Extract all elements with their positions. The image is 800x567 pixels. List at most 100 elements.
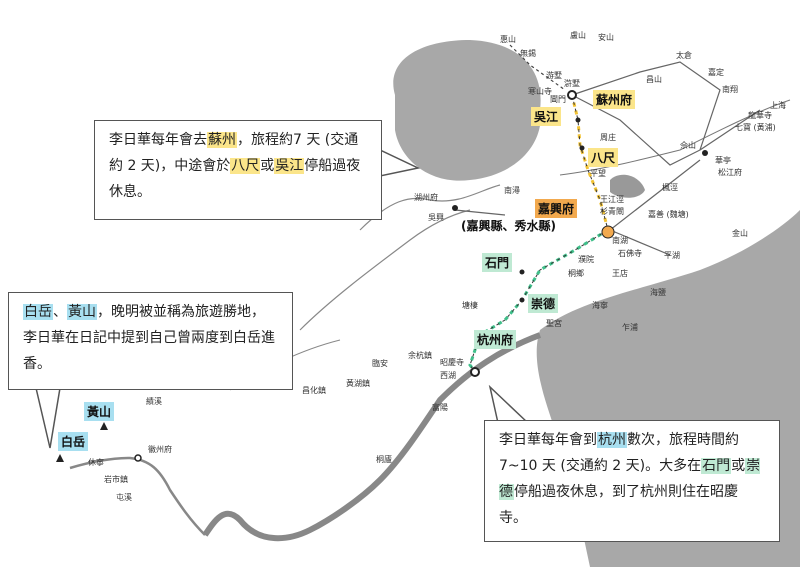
jiaxingfu-tag[interactable]: 嘉興府	[535, 199, 578, 218]
callout-text: 或	[731, 458, 746, 474]
callout-text: 李日華每年會到	[499, 432, 597, 448]
callout-text: 數次，旅程時間約 7~10 天 (交通約 2 天)。大多在	[499, 432, 739, 474]
callout-text: 、	[53, 304, 67, 320]
place-label: 盧山	[570, 30, 586, 40]
place-label: 南翔	[722, 84, 738, 94]
place-label: 佘山	[680, 140, 696, 150]
callout-baiyue: 白岳、黃山，晚明被並稱為旅遊勝地，李日華在日記中提到自己曾兩度到白岳進香。	[8, 292, 293, 390]
jiaxing-counties-label: (嘉興縣、秀水縣)	[461, 219, 556, 233]
place-label: 王江涇	[600, 195, 624, 204]
keyword-hangzhou: 杭州	[597, 432, 627, 448]
place-label: 昭慶寺	[440, 357, 464, 367]
callout-text: 停船過夜休息，到了杭州則住在昭慶寺。	[499, 484, 738, 526]
place-label: 岩市鎮	[104, 474, 128, 484]
huangshan-tag[interactable]: 黃山	[84, 402, 115, 421]
place-label: 海寧	[592, 300, 608, 310]
place-label: 臨安	[372, 358, 388, 368]
callout-suzhou: 李日華每年會去蘇州，旅程約7 天 (交通約 2 天)，中途會於八尺或吳江停船過夜…	[94, 120, 382, 220]
chongde-dot	[519, 297, 525, 303]
place-label: 王店	[612, 268, 628, 278]
keyword-shimen: 石門	[701, 458, 732, 474]
place-label: 昌山	[646, 74, 662, 84]
place-label: 游墅	[546, 70, 562, 80]
place-label: 安山	[598, 32, 614, 42]
huangshan-mountain-icon	[100, 422, 108, 430]
bachi-tag[interactable]: 八尺	[588, 148, 619, 167]
callout-text: 或	[260, 158, 275, 174]
bachi-dot	[579, 145, 585, 151]
shimen-dot	[519, 269, 525, 275]
chongde-tag[interactable]: 崇德	[528, 294, 559, 313]
place-label: 無錫	[520, 48, 536, 58]
place-label: 上海	[770, 100, 786, 110]
place-label: 休寧	[88, 457, 104, 467]
baiyue-tag[interactable]: 白岳	[58, 432, 89, 451]
keyword-bachi: 八尺	[230, 158, 261, 174]
place-label: 桐鄉	[568, 268, 584, 278]
baiyue-mountain-icon	[56, 454, 64, 462]
upper-river	[69, 456, 206, 536]
coast-line	[559, 99, 791, 176]
shimen-tag[interactable]: 石門	[482, 253, 513, 272]
jiaxing-dot[interactable]	[601, 225, 615, 239]
callout-suzhou-pointer	[380, 149, 420, 177]
route-jiaxing-hangzhou	[468, 228, 609, 373]
place-label: 平湖	[664, 251, 680, 260]
callout-hangzhou-pointer	[488, 385, 529, 424]
suzhoufu-tag[interactable]: 蘇州府	[593, 90, 636, 109]
place-label: 石佛寺	[618, 248, 642, 258]
place-label: 松江府	[718, 167, 742, 177]
dianshan-lake	[610, 174, 645, 198]
place-label: 吳興	[428, 212, 444, 222]
callout-hangzhou: 李日華每年會到杭州數次，旅程時間約 7~10 天 (交通約 2 天)。大多在石門…	[484, 420, 780, 542]
route-jiaxing-hangzhou-core	[469, 229, 609, 373]
place-label: 周庄	[600, 132, 616, 142]
songjiang-dot[interactable]	[702, 150, 708, 156]
place-label: 昌化鎮	[302, 385, 326, 395]
qiantang-river	[202, 332, 542, 542]
hangzhou-dot[interactable]	[470, 367, 480, 377]
road-to-jiaxing	[609, 159, 701, 231]
road-jiaxing-south	[609, 229, 671, 256]
taihu-lake	[393, 40, 541, 181]
callout-text: 李日華每年會去	[109, 132, 207, 148]
place-label: 海鹽	[650, 287, 666, 297]
place-label: 閶門	[550, 95, 566, 104]
place-label: 余杭鎮	[408, 350, 432, 360]
place-label: 滸墅	[564, 78, 580, 88]
place-label: 績溪	[146, 396, 162, 406]
wujiang-tag[interactable]: 吳江	[531, 107, 562, 126]
place-label: 塘棲	[462, 300, 478, 310]
place-label: 南湖	[612, 235, 628, 245]
route-suzhou-jiaxing-core	[571, 94, 609, 231]
place-label: 楓涇	[662, 182, 678, 192]
suzhou-dot[interactable]	[567, 90, 577, 100]
place-label: 乍浦	[622, 322, 638, 332]
place-label: 嘉定	[708, 67, 724, 77]
place-label: 太倉	[676, 50, 692, 60]
callout-baiyue-pointer	[35, 388, 61, 449]
place-label: 屯溪	[116, 492, 132, 502]
huizhou-dot[interactable]	[134, 454, 142, 462]
keyword-suzhou: 蘇州	[207, 132, 237, 148]
place-label: 桐廬	[376, 454, 392, 464]
place-label: 南潯	[504, 185, 520, 195]
place-label: 濮院	[578, 254, 594, 264]
place-label: 徽州府	[148, 444, 172, 454]
place-label: 華亭	[715, 155, 731, 165]
place-label: 嘉善 (魏塘)	[648, 209, 689, 219]
place-label: 金山	[732, 228, 748, 238]
wujiang-dot	[575, 117, 581, 123]
place-label: 七寶 (黃浦)	[735, 122, 776, 132]
road-huzhou	[454, 209, 506, 216]
hangzhoufu-tag[interactable]: 杭州府	[474, 330, 517, 349]
place-label: 聖宮	[546, 318, 562, 328]
place-label: 惠山	[500, 34, 516, 44]
place-label: 湖州府	[414, 192, 438, 202]
keyword-huangshan: 黃山	[67, 304, 97, 320]
place-labels: 惠山 無錫 盧山 安山 太倉 昌山 嘉定 南翔 上海 龍華寺 七寶 (黃浦) 華…	[88, 30, 786, 502]
huzhou-dot[interactable]	[452, 205, 458, 211]
callout-text: 停船過夜休息。	[109, 158, 361, 200]
river-1	[359, 184, 501, 231]
